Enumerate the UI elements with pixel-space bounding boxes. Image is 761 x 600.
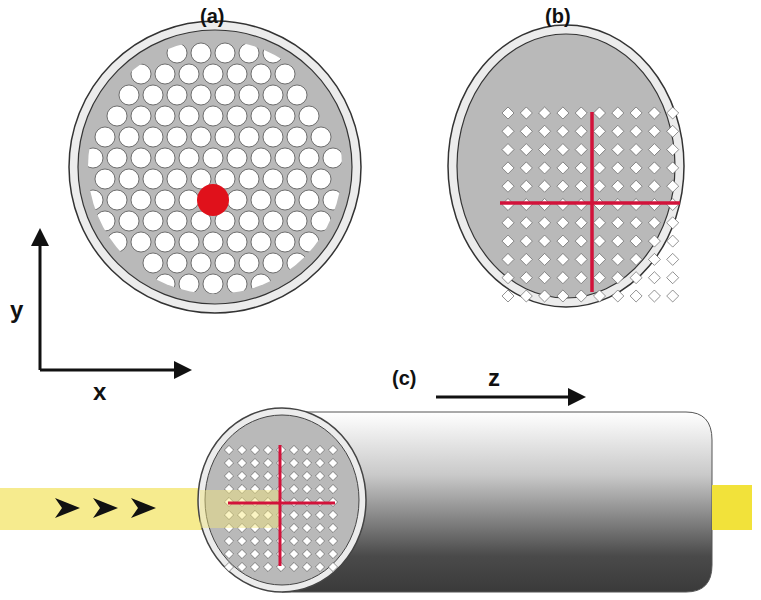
guided-mode [197,184,229,216]
axis-label: z [488,366,500,390]
axis-label: y [10,298,23,322]
panel-label: (b) [545,6,571,26]
axis-label: x [93,380,106,404]
axes [31,228,586,406]
hexagonal-fiber [69,21,361,313]
panel-label: (a) [200,6,224,26]
fiber-cylinder [0,408,752,592]
square-lattice-fiber [448,25,684,307]
panel-label: (c) [392,368,416,388]
